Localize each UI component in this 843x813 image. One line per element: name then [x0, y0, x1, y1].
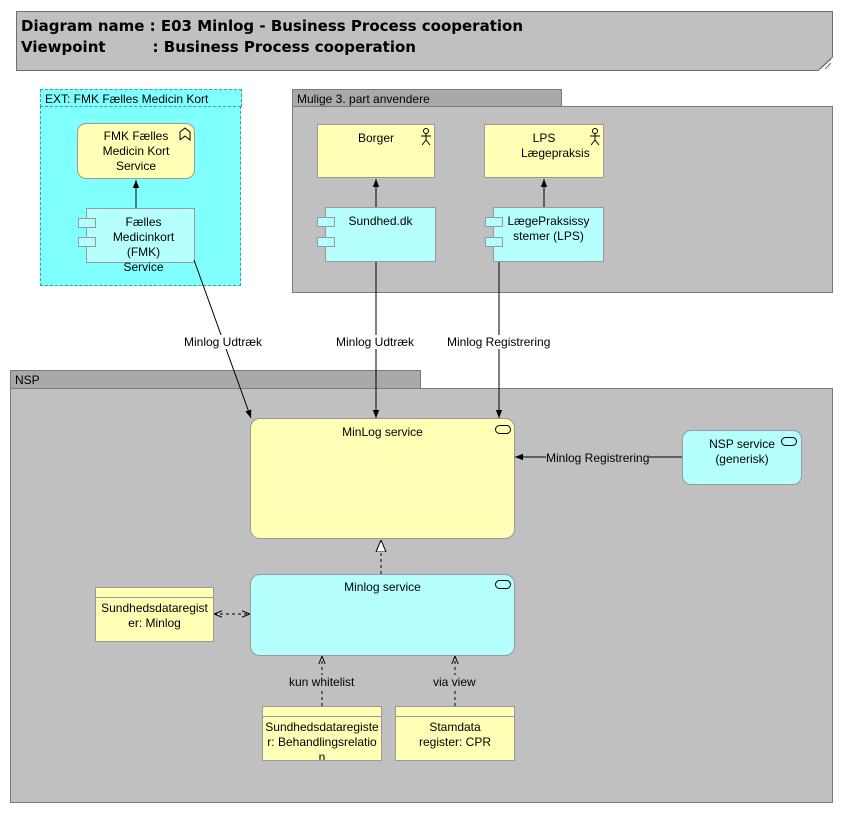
edge-label-fmk-to-minlog: Minlog Udtræk [184, 335, 263, 349]
node-fmk-component[interactable]: Fælles Medicinkort (FMK) Service [86, 208, 195, 274]
business-actor-icon [590, 128, 600, 146]
edge-label-behandling-access: kun whitelist [289, 675, 355, 689]
business-function-icon [179, 127, 191, 141]
edge-label-sundhed-to-minlog: Minlog Udtræk [336, 335, 415, 349]
data-object-header [396, 716, 514, 717]
node-sdr-minlog-label: Sundhedsdataregister: Minlog [101, 601, 208, 630]
edge-label-lps-to-minlog: Minlog Registrering [447, 335, 551, 349]
component-icon-tab-top [78, 218, 96, 228]
diagram-header: Diagram name : E03 Minlog - Business Pro… [16, 11, 833, 71]
node-sundhed-dk-label: Sundhed.dk [348, 214, 413, 228]
group-third-party-tab[interactable]: Mulige 3. part anvendere [292, 89, 562, 107]
node-sdr-behandling[interactable]: Sundhedsdataregister: Behandlingsrelatio… [262, 706, 382, 761]
group-nsp-label: NSP [15, 373, 40, 387]
node-borger-label: Borger [357, 131, 395, 145]
node-lps-actor[interactable]: LPS Lægepraksis [484, 124, 604, 178]
node-nsp-service[interactable]: NSP service (generisk) [682, 430, 802, 485]
data-object-header [96, 597, 213, 598]
edge-label-nsp-to-minlog: Minlog Registrering [546, 451, 650, 465]
edge-label-cpr-access: via view [433, 675, 476, 689]
node-minlog-app-service-label: Minlog service [344, 580, 421, 594]
service-icon [495, 425, 511, 434]
service-icon [781, 437, 797, 446]
component-icon-tab-bottom [485, 237, 503, 247]
node-minlog-business-service-label: MinLog service [342, 425, 423, 439]
business-actor-icon [421, 128, 431, 146]
component-icon-tab-bottom [317, 237, 335, 247]
node-minlog-business-service[interactable]: MinLog service [250, 418, 515, 539]
node-borger[interactable]: Borger [317, 124, 435, 178]
header-shape [16, 11, 833, 71]
node-sdr-behandling-label: Sundhedsdataregister: Behandlingsrelatio… [265, 720, 379, 761]
node-minlog-app-service[interactable]: Minlog service [250, 574, 515, 656]
data-object-header [263, 716, 381, 717]
diagram-name: Diagram name : E03 Minlog - Business Pro… [21, 17, 523, 35]
node-sdr-minlog[interactable]: Sundhedsdataregister: Minlog [95, 587, 214, 642]
component-icon-tab-bottom [78, 237, 96, 247]
node-fmk-service[interactable]: FMK Fælles Medicin Kort Service [77, 123, 195, 179]
component-icon-tab-top [485, 217, 503, 227]
node-nsp-service-label: NSP service (generisk) [709, 437, 775, 466]
node-lps-actor-label: LPS Lægepraksis [521, 131, 590, 160]
node-fmk-component-label: Fælles Medicinkort (FMK) Service [112, 215, 175, 274]
node-sundhed-dk[interactable]: Sundhed.dk [325, 207, 436, 262]
group-ext-fmk-label: EXT: FMK Fælles Medicin Kort [45, 92, 209, 106]
component-icon-tab-top [317, 217, 335, 227]
node-lps-component[interactable]: LægePraksissystemer (LPS) [493, 207, 604, 262]
diagram-viewpoint: Viewpoint : Business Process cooperation [21, 38, 416, 56]
node-stamdata-cpr-label: Stamdata register: CPR [418, 720, 492, 749]
service-icon [495, 580, 511, 589]
node-stamdata-cpr[interactable]: Stamdata register: CPR [395, 706, 515, 761]
node-fmk-service-label: FMK Fælles Medicin Kort Service [102, 129, 170, 173]
node-lps-component-label: LægePraksissystemer (LPS) [507, 214, 590, 243]
group-third-party-label: Mulige 3. part anvendere [297, 92, 430, 106]
